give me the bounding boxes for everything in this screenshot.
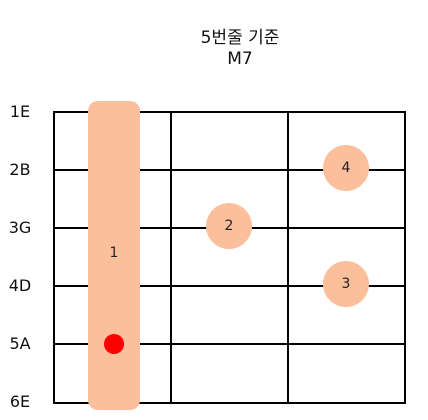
fret-line-0 — [53, 111, 55, 404]
string-label-2: 2B — [9, 160, 31, 179]
string-label-1: 1E — [9, 102, 31, 121]
finger-dot-4: 4 — [323, 145, 369, 191]
chord-title-name: M7 — [227, 49, 253, 69]
string-line-2 — [53, 169, 406, 171]
fret-line-1 — [170, 111, 172, 404]
finger-dot-3: 3 — [323, 261, 369, 307]
string-label-5: 5A — [9, 334, 31, 353]
barre-finger-label: 1 — [109, 245, 119, 261]
root-note-dot — [104, 334, 124, 354]
string-line-5 — [53, 343, 406, 345]
string-label-4: 4D — [8, 276, 32, 295]
string-line-1 — [53, 111, 406, 113]
string-line-4 — [53, 285, 406, 287]
fret-line-3 — [404, 111, 406, 404]
string-line-6 — [53, 402, 406, 404]
finger-dot-2: 2 — [206, 203, 252, 249]
chord-title-position: 5번줄 기준 — [200, 28, 280, 48]
fret-line-2 — [287, 111, 289, 404]
barre-marker — [88, 101, 140, 410]
string-label-3: 3G — [8, 218, 32, 237]
string-label-6: 6E — [9, 392, 31, 411]
